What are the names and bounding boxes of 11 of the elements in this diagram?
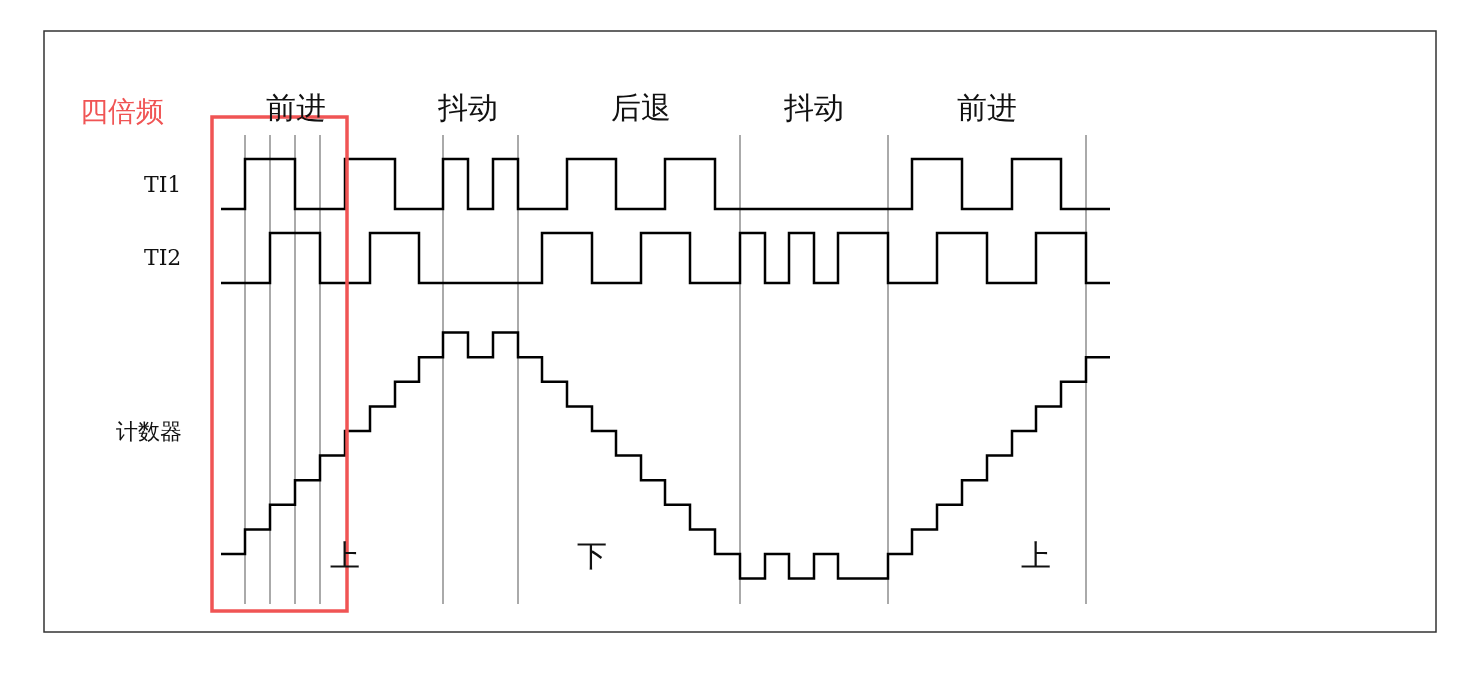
phase-label: 抖动 <box>438 93 498 123</box>
heading: 四倍频 <box>80 98 164 126</box>
signal-label: 计数器 <box>116 421 182 443</box>
phase-label: 抖动 <box>784 93 844 123</box>
phase-label: 前进 <box>266 93 326 123</box>
phase-label: 前进 <box>957 93 1017 123</box>
signal-label: TI1 <box>144 174 182 196</box>
signal-label: TI2 <box>144 247 182 269</box>
direction-label: 上 <box>1021 541 1051 571</box>
phase-label: 后退 <box>611 93 671 123</box>
direction-label: 下 <box>577 541 607 571</box>
